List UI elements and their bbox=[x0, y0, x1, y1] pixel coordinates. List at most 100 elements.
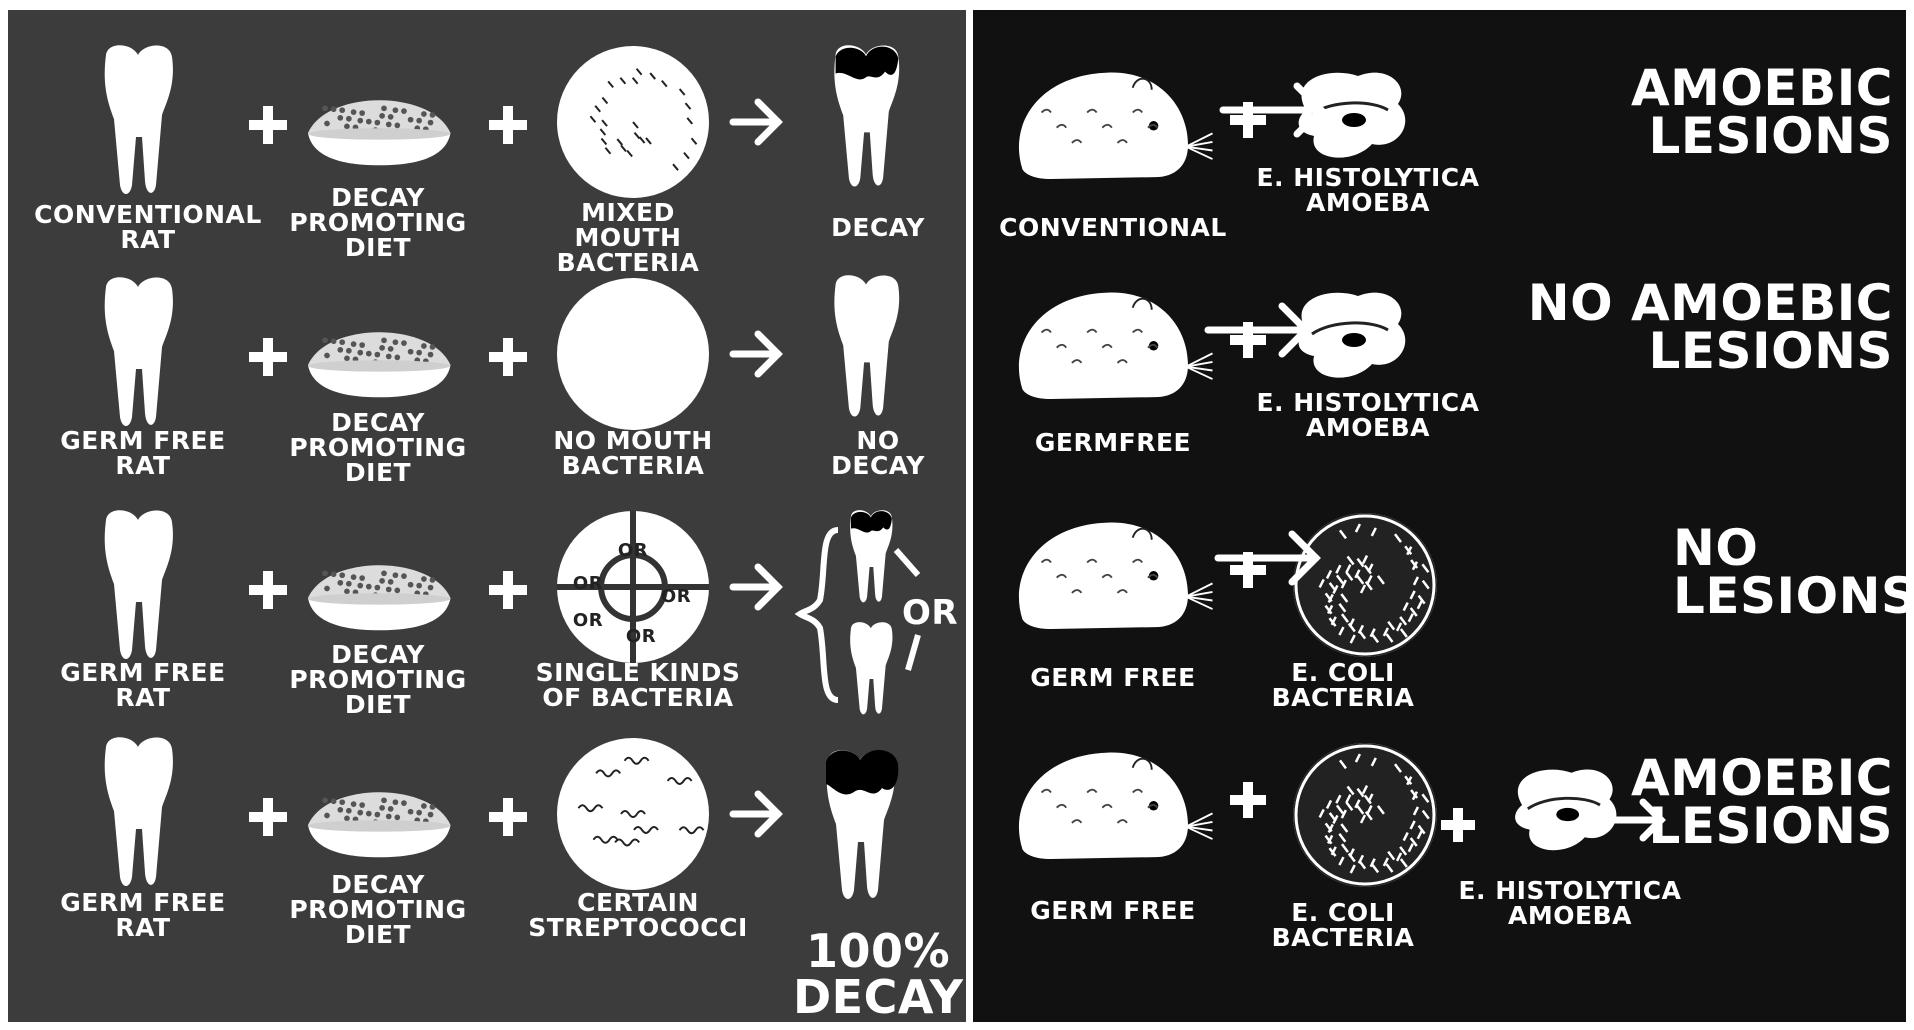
food-crumb bbox=[339, 107, 345, 113]
bowl-rim bbox=[308, 360, 451, 371]
plus-icon bbox=[249, 798, 287, 836]
animal-label: GERM FREE bbox=[1003, 665, 1223, 690]
bacteria-culture-icon bbox=[557, 738, 709, 890]
food-crumb bbox=[379, 345, 385, 351]
animal-label: CONVENTIONAL bbox=[993, 215, 1233, 240]
food-crumb bbox=[388, 579, 394, 585]
food-bowl-icon bbox=[308, 100, 451, 165]
food-crumb bbox=[421, 576, 427, 582]
result-label: 100% DECAY bbox=[793, 928, 963, 1020]
agent-label: E. HISTOLYTICA AMOEBA bbox=[1238, 390, 1498, 440]
food-crumb bbox=[375, 120, 381, 126]
food-crumb bbox=[337, 580, 343, 586]
result-label: AMOEBIC LESIONS bbox=[1593, 755, 1893, 850]
or-segment: OR bbox=[568, 612, 608, 630]
food-crumb bbox=[428, 812, 434, 818]
food-crumb bbox=[379, 113, 385, 119]
food-crumb bbox=[359, 110, 365, 116]
food-crumb bbox=[381, 337, 387, 343]
arrow-icon bbox=[733, 102, 778, 142]
tooth-decay-panel: CONVENTIONAL RAT DECAY PROMOTING DIET MI… bbox=[8, 10, 966, 1022]
guinea-pig-icon bbox=[1019, 753, 1213, 859]
tooth-icon bbox=[105, 45, 173, 194]
food-crumb bbox=[322, 105, 328, 111]
agent-label: E. COLI BACTERIA bbox=[1253, 660, 1433, 710]
diet-label: DECAY PROMOTING DIET bbox=[278, 642, 478, 717]
rat-label: GERM FREE RAT bbox=[38, 660, 248, 710]
food-heap bbox=[308, 332, 451, 365]
pointer-arrow bbox=[908, 635, 918, 670]
amoeba-icon bbox=[1299, 293, 1406, 378]
bracket-icon bbox=[800, 530, 838, 700]
food-crumb bbox=[401, 108, 407, 114]
food-crumb bbox=[401, 800, 407, 806]
panel-divider bbox=[966, 10, 973, 1022]
food-crumb bbox=[408, 582, 414, 588]
food-crumb bbox=[394, 355, 400, 361]
decayed-tooth-icon bbox=[826, 750, 898, 899]
diet-label: DECAY PROMOTING DIET bbox=[278, 185, 478, 260]
food-heap bbox=[308, 792, 451, 825]
food-crumb bbox=[394, 123, 400, 129]
animal-label: GERMFREE bbox=[1003, 430, 1223, 455]
food-crumb bbox=[379, 578, 385, 584]
food-crumb bbox=[359, 342, 365, 348]
or-segment: OR bbox=[613, 542, 653, 560]
food-crumb bbox=[331, 798, 337, 804]
tooth-shape bbox=[105, 45, 173, 194]
food-crumb bbox=[346, 581, 352, 587]
food-crumb bbox=[324, 586, 330, 592]
plus-bar bbox=[503, 571, 513, 609]
pointer-arrow bbox=[896, 550, 918, 575]
tooth-icon bbox=[105, 737, 173, 886]
bacteria-label: SINGLE KINDS OF BACTERIA bbox=[528, 660, 748, 710]
bacteria-label: MIXED MOUTH BACTERIA bbox=[528, 200, 728, 275]
bacteria-culture-icon bbox=[557, 46, 709, 198]
bacteria-label: CERTAIN STREPTOCOCCI bbox=[528, 890, 748, 940]
result-label: DECAY bbox=[808, 215, 948, 240]
agent-label: E. HISTOLYTICA AMOEBA bbox=[1445, 878, 1695, 928]
amoeba-nucleus bbox=[1342, 113, 1366, 127]
food-crumb bbox=[393, 339, 399, 345]
empty-culture-icon bbox=[557, 278, 709, 430]
food-crumb bbox=[324, 121, 330, 127]
plus-bar bbox=[263, 798, 273, 836]
diet-label: DECAY PROMOTING DIET bbox=[278, 410, 478, 485]
bowl-rim bbox=[308, 593, 451, 604]
food-crumb bbox=[416, 350, 422, 356]
food-crumb bbox=[388, 806, 394, 812]
result-label: AMOEBIC LESIONS bbox=[1573, 65, 1893, 160]
plus-bar bbox=[503, 798, 513, 836]
culture-dish bbox=[557, 278, 709, 430]
tooth-shape bbox=[834, 275, 899, 416]
plus-icon bbox=[249, 338, 287, 376]
food-crumb bbox=[322, 797, 328, 803]
food-crumb bbox=[428, 352, 434, 358]
food-crumb bbox=[346, 116, 352, 122]
food-crumb bbox=[339, 339, 345, 345]
food-crumb bbox=[337, 807, 343, 813]
guinea-pig-icon bbox=[1019, 523, 1213, 629]
food-crumb bbox=[430, 344, 436, 350]
food-crumb bbox=[393, 572, 399, 578]
plus-bar bbox=[263, 106, 273, 144]
decayed-tooth-icon bbox=[850, 510, 892, 602]
food-crumb bbox=[346, 808, 352, 814]
animal-label: GERM FREE bbox=[1003, 898, 1223, 923]
or-segment: OR bbox=[656, 588, 696, 606]
food-crumb bbox=[430, 112, 436, 118]
food-crumb bbox=[381, 105, 387, 111]
plus-icon bbox=[489, 798, 527, 836]
food-crumb bbox=[344, 124, 350, 130]
food-crumb bbox=[357, 118, 363, 124]
food-crumb bbox=[351, 109, 357, 115]
food-crumb bbox=[401, 340, 407, 346]
bowl-rim bbox=[308, 820, 451, 831]
food-crumb bbox=[375, 812, 381, 818]
tooth-icon bbox=[850, 622, 892, 714]
bacteria-label: NO MOUTH BACTERIA bbox=[528, 428, 738, 478]
amoeba-nucleus bbox=[1342, 333, 1366, 347]
tooth-shape bbox=[850, 622, 892, 714]
food-crumb bbox=[386, 354, 392, 360]
